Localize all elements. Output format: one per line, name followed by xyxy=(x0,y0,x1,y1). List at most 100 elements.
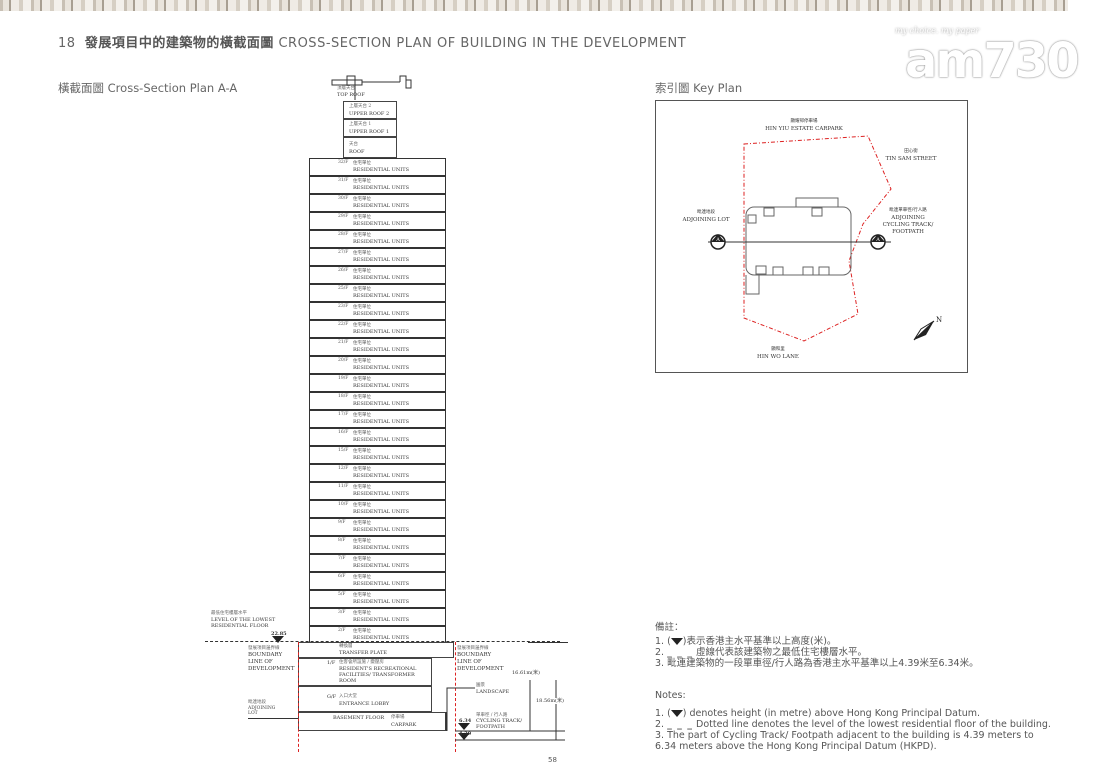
floor-use-zh: 住宅單位 xyxy=(353,575,371,580)
carpark-zh: 顯耀邨停車場 xyxy=(791,117,818,124)
note-en-1-prefix: 1. ( xyxy=(655,708,671,719)
upper-roof-2-en: UPPER ROOF 2 xyxy=(349,111,390,117)
floor-label: 22/F xyxy=(338,322,349,327)
floor-label: 26/F xyxy=(338,268,349,273)
level-marker-icon xyxy=(670,710,683,717)
floor-use-zh: 住宅單位 xyxy=(353,377,371,382)
floor-use-zh: 住宅單位 xyxy=(353,431,371,436)
note-en-2: 2. _ _ _ Dotted line denotes the level o… xyxy=(655,719,1051,730)
floor-use-en: RESIDENTIAL UNITS xyxy=(353,545,410,551)
floor-use-zh: 住宅單位 xyxy=(353,341,371,346)
note-en-1-text: ) denotes height (in metre) above Hong K… xyxy=(682,708,981,719)
notes-heading-zh: 備註： xyxy=(655,622,684,633)
am730-watermark-logo: my choice. my paper am730 xyxy=(895,26,1080,88)
floor-use-zh: 住宅單位 xyxy=(353,287,371,292)
east-en-3: FOOTPATH xyxy=(892,229,924,235)
upper-roof-1-en: UPPER ROOF 1 xyxy=(349,129,390,135)
note-zh-2-text: 虛線代表該建築物之最低住宅樓層水平。 xyxy=(696,647,868,658)
title-en: CROSS-SECTION PLAN OF BUILDING IN THE DE… xyxy=(278,36,687,51)
roof-zh: 天台 xyxy=(349,142,358,147)
floor-label: 17/F xyxy=(338,412,349,417)
level-4-39: 4.39 xyxy=(459,731,472,737)
dimension-18-56: 18.56m(米) xyxy=(536,698,564,704)
roof-structure-icon xyxy=(331,75,412,100)
floor-use-zh: 住宅單位 xyxy=(353,521,371,526)
floor-label: 21/F xyxy=(338,340,349,345)
level-marker-icon xyxy=(272,636,284,643)
landscape-en: LANDSCAPE xyxy=(476,689,510,695)
floor-use-en: RESIDENTIAL UNITS xyxy=(353,347,410,353)
floor-use-en: RESIDENTIAL UNITS xyxy=(353,455,410,461)
floor-label: 7/F xyxy=(338,556,346,561)
floor-label: 20/F xyxy=(338,358,349,363)
floor-use-zh: 住宅單位 xyxy=(353,395,371,400)
floor-use-en: RESIDENTIAL UNITS xyxy=(353,239,410,245)
key-plan-drawing: A A N 顯耀邨停車場 HIN YIU ESTATE CARPARK 田心街 … xyxy=(681,117,942,360)
boundary-left-zh: 發展項目邊界線 xyxy=(248,646,280,651)
floor-use-en: RESIDENTIAL UNITS xyxy=(353,617,410,623)
east-en-1: ADJOINING xyxy=(890,215,924,221)
floor-use-en: RESIDENTIAL UNITS xyxy=(353,257,410,263)
floor-label: 25/F xyxy=(338,286,349,291)
floor-use-zh: 住宅單位 xyxy=(353,197,371,202)
adjoining-lot-en: ADJOINING LOT xyxy=(248,706,276,716)
floor-use-zh: 住宅單位 xyxy=(353,611,371,616)
floor-use-zh: 住宅單位 xyxy=(353,179,371,184)
street-en: TIN SAM STREET xyxy=(886,156,937,162)
level-6-34: 6.34 xyxy=(459,718,472,724)
floor-use-en: RESIDENTIAL UNITS xyxy=(353,581,410,587)
floor-use-en: RESIDENTIAL UNITS xyxy=(353,509,410,515)
floor-use-zh: 住宅單位 xyxy=(353,539,371,544)
transfer-en: TRANSFER PLATE xyxy=(339,650,387,656)
floor-use-zh: 住宅單位 xyxy=(353,485,371,490)
floor-use-zh: 住宅單位 xyxy=(353,233,371,238)
floor-label: 18/F xyxy=(338,394,349,399)
floor-use-zh: 住宅單位 xyxy=(353,359,371,364)
floor-label: 11/F xyxy=(338,484,349,489)
top-roof-zh: 頂層天台 xyxy=(337,86,355,91)
floor-use-en: RESIDENTIAL UNITS xyxy=(353,635,410,641)
floor-label: 6/F xyxy=(338,574,346,579)
floor-use-zh: 住宅單位 xyxy=(353,269,371,274)
upper-roof-2-zh: 上層天台 2 xyxy=(349,104,372,109)
roof: 天台 ROOF xyxy=(343,137,397,158)
adjoining-lot-zh: 毗連地段 xyxy=(248,700,266,705)
boundary-line-left xyxy=(298,642,299,752)
floor-use-zh: 住宅單位 xyxy=(353,629,371,634)
ground-floor-en: ENTRANCE LOBBY xyxy=(339,701,390,707)
floor-use-en: RESIDENTIAL UNITS xyxy=(353,419,410,425)
note-zh-1: 1. ()表示香港主水平基準以上高度(米)。 xyxy=(655,636,837,647)
basement-label: BASEMENT FLOOR xyxy=(333,715,385,721)
floor-use-en: RESIDENTIAL UNITS xyxy=(353,311,410,317)
dimension-16-61: 16.61m(米) xyxy=(512,670,540,676)
site-section-lines xyxy=(445,680,565,741)
upper-roof-1-zh: 上層天台 1 xyxy=(349,122,372,127)
note-zh-1-text: 表示香港主水平基準以上高度(米)。 xyxy=(686,636,837,647)
floor-use-zh: 住宅單位 xyxy=(353,449,371,454)
note-en-2-text: Dotted line denotes the level of the low… xyxy=(696,719,1051,730)
floor-use-en: RESIDENTIAL UNITS xyxy=(353,437,410,443)
lowest-level-value: 22.85 xyxy=(271,631,287,637)
first-floor-en: RESIDENT'S RECREATIONAL FACILITIES/ TRAN… xyxy=(339,666,417,684)
floor-label: 28/F xyxy=(338,232,349,237)
keyplan-heading: 索引圖 Key Plan xyxy=(655,81,743,95)
basement-floor: BASEMENT FLOOR 停車場 CARPARK xyxy=(298,712,446,731)
note-en-1: 1. ( ) denotes height (in metre) above Ho… xyxy=(655,708,980,719)
first-floor-label: 1/F xyxy=(327,660,336,666)
floor-use-en: RESIDENTIAL UNITS xyxy=(353,563,410,569)
floor-use-en: RESIDENTIAL UNITS xyxy=(353,185,410,191)
lane-zh: 顯和里 xyxy=(771,345,785,352)
east-zh: 毗連單車徑/行人路 xyxy=(889,206,927,213)
key-plan: A A N 顯耀邨停車場 HIN YIU ESTATE CARPARK 田心街 … xyxy=(655,100,968,373)
